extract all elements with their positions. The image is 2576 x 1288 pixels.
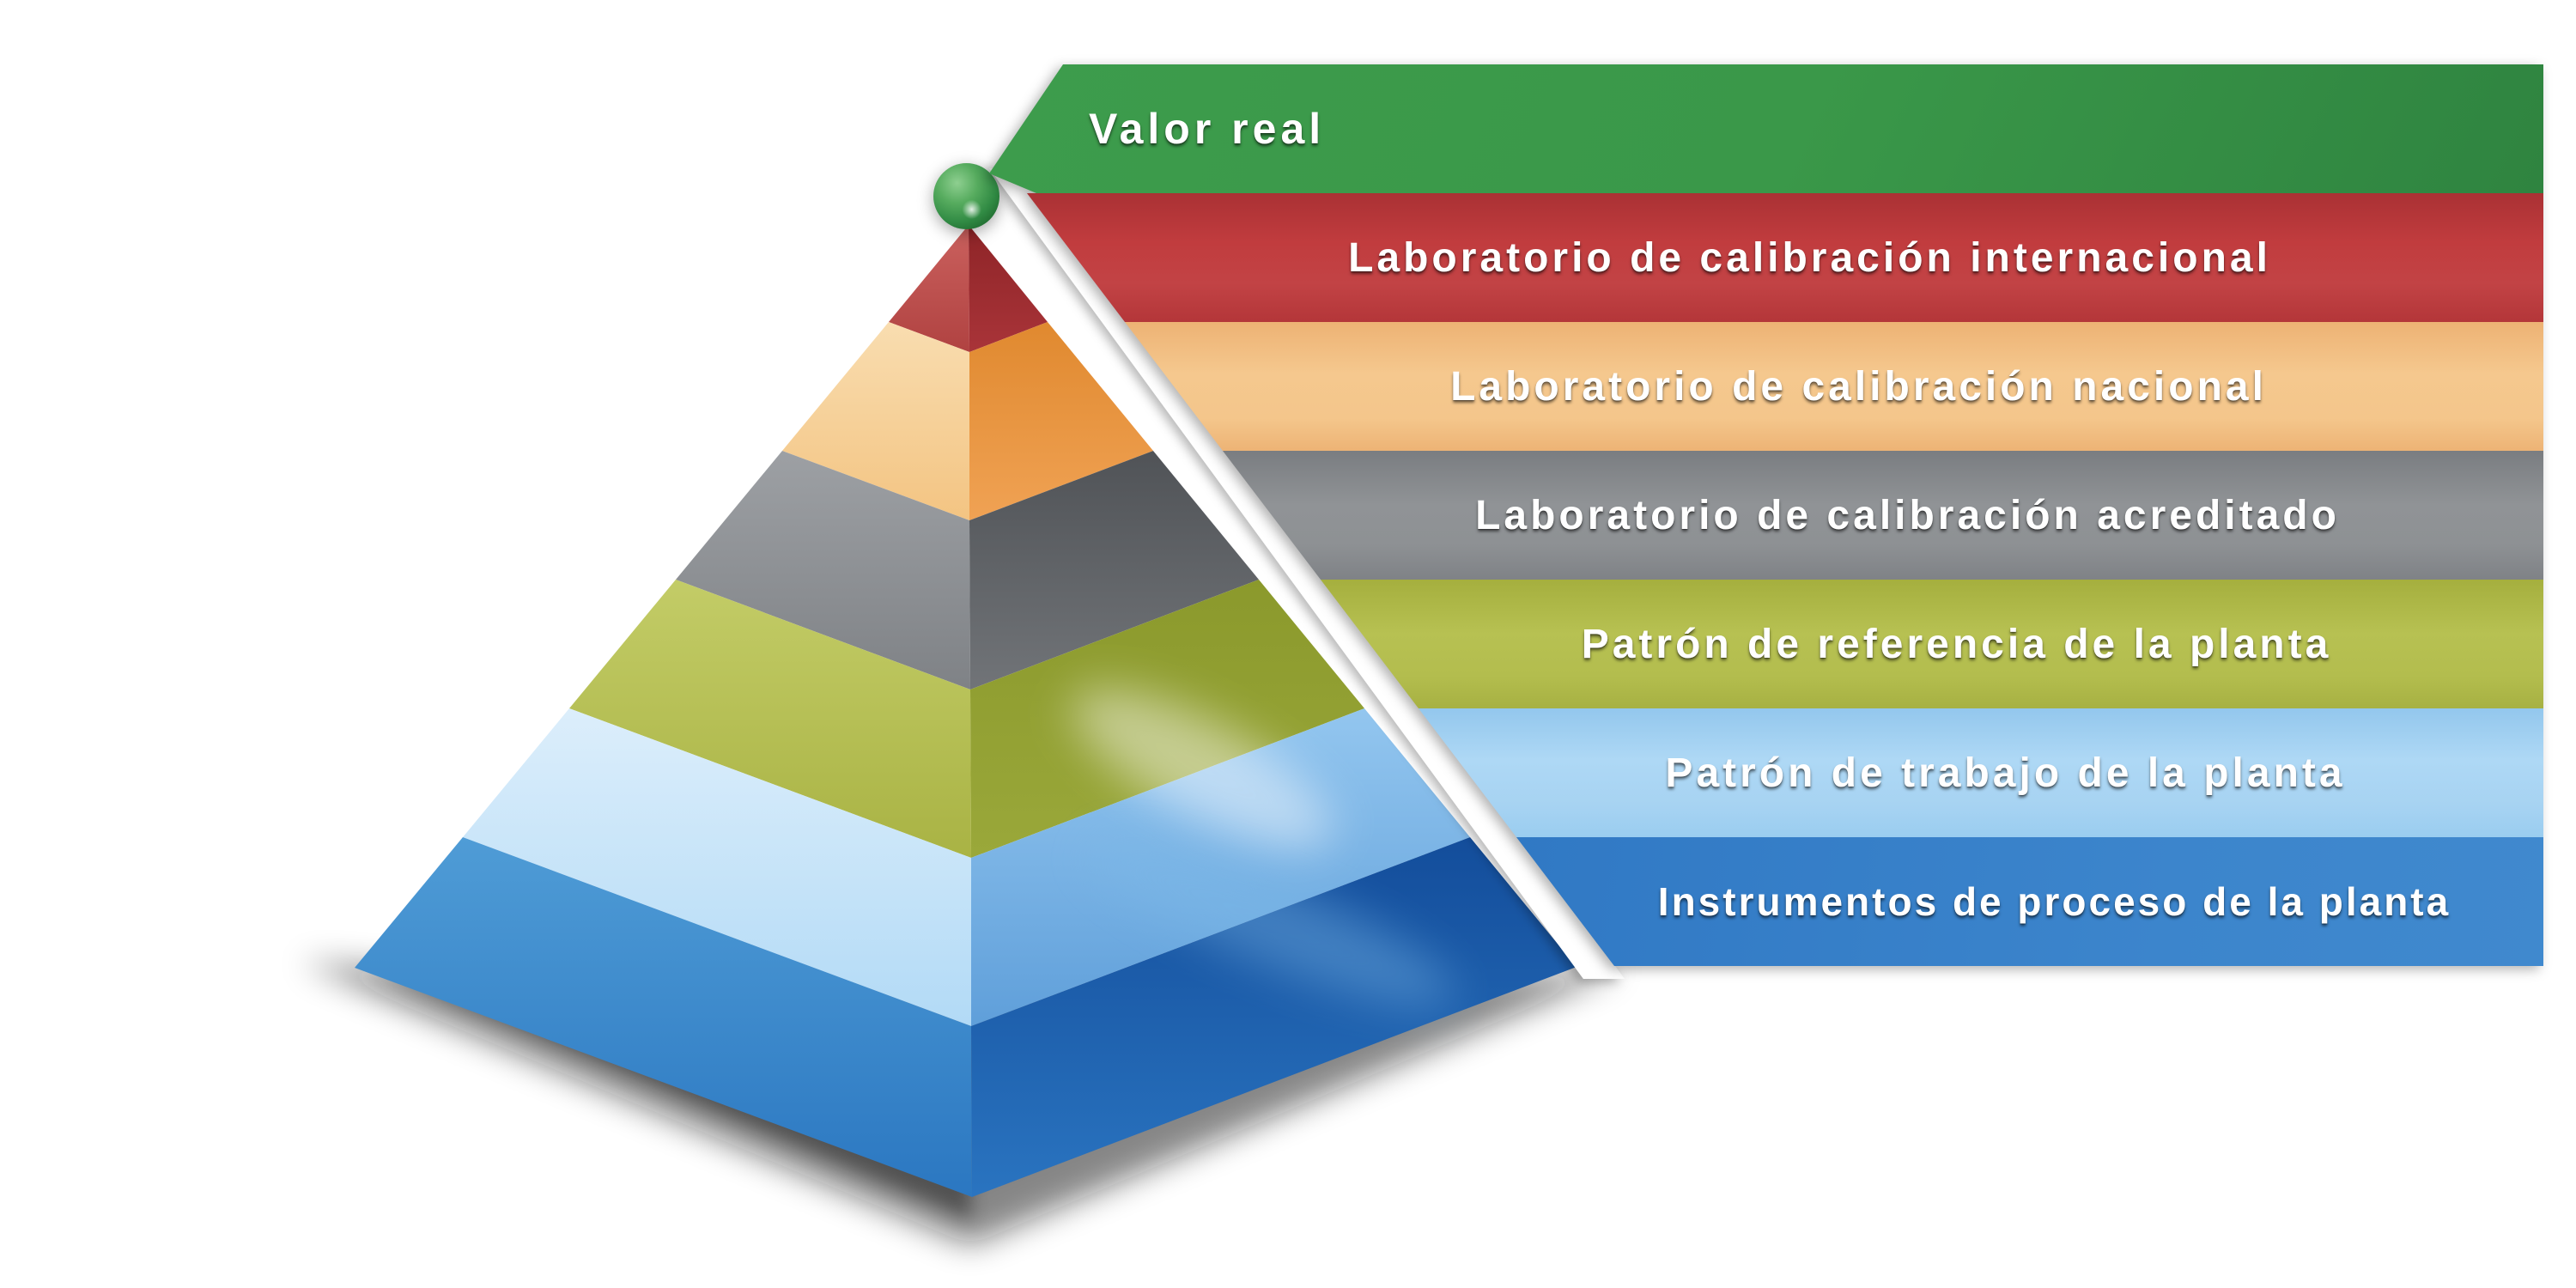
band-label: Instrumentos de proceso de la planta (1657, 879, 2451, 924)
band-valor-real: Valor real (989, 64, 2543, 193)
band-patron-trabajo: Patrón de trabajo de la planta (1419, 708, 2543, 837)
pyramid-3d (355, 225, 1577, 1197)
pyramid-layer-red-left (889, 225, 969, 352)
band-label: Laboratorio de calibración acreditado (1475, 492, 2340, 538)
pyramid-layer-olive-left (569, 580, 971, 858)
pyramid-layer-lightblue-left (463, 708, 971, 1026)
band-instrumentos-proceso: Instrumentos de proceso de la planta (1516, 837, 2543, 966)
band-label: Laboratorio de calibración internacional (1348, 234, 2271, 281)
band-laboratorio-internacional: Laboratorio de calibración internacional (1027, 193, 2543, 322)
band-label: Patrón de trabajo de la planta (1665, 750, 2346, 796)
level-bands: Valor real Laboratorio de calibración in… (0, 64, 2543, 966)
pyramid-layer-orange-left (782, 322, 969, 520)
band-label: Patrón de referencia de la planta (1581, 621, 2332, 667)
pyramid-layer-orange-right (969, 322, 1153, 520)
apex-sphere (933, 163, 999, 229)
pyramid-layer-darkblue-left (355, 837, 972, 1197)
band-laboratorio-nacional: Laboratorio de calibración nacional (1125, 322, 2543, 451)
band-patron-referencia: Patrón de referencia de la planta (1321, 580, 2543, 708)
band-label: Valor real (1089, 105, 1326, 153)
diagonal-divider-stripe (989, 168, 1625, 979)
pyramid-layer-gray-right (969, 451, 1259, 690)
pyramid-layer-darkblue-right (971, 837, 1577, 1197)
pyramid-layer-red-right (969, 225, 1048, 352)
darkblue-sheen (1086, 840, 1455, 1006)
band-label: Laboratorio de calibración nacional (1450, 363, 2267, 410)
pyramid-layer-gray-left (676, 451, 970, 690)
lightblue-specular-highlight (1071, 688, 1334, 849)
band-laboratorio-acreditado: Laboratorio de calibración acreditado (1223, 451, 2543, 580)
